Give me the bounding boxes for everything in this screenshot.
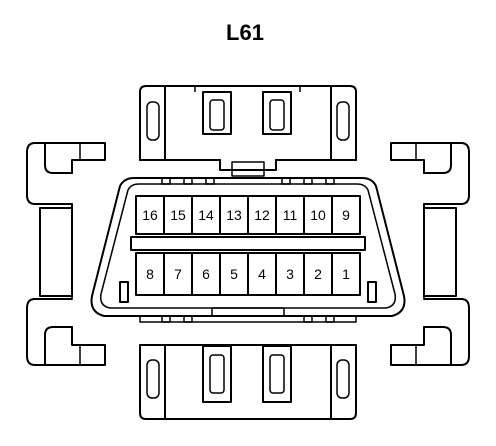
connector-face: [90, 177, 406, 323]
top-housing: [139, 85, 357, 177]
pin-label: 9: [342, 207, 350, 223]
pin-label: 8: [146, 266, 154, 282]
pin-9: 9: [331, 195, 361, 235]
pin-1: 1: [331, 252, 361, 296]
pin-label: 6: [202, 266, 210, 282]
connector-title: L61: [226, 20, 264, 45]
pin-cell: [331, 195, 361, 235]
pin-label: 7: [174, 266, 182, 282]
pin-label: 16: [142, 207, 158, 223]
pin-row-top: 16 15 14 13 12 11 10 9: [135, 195, 361, 235]
pin-label: 12: [254, 207, 270, 223]
left-key-slot: [119, 281, 129, 303]
pin-label: 15: [170, 207, 186, 223]
center-separator: [130, 236, 366, 251]
top-notches: [161, 177, 335, 185]
pin-row-bottom: 8 7 6 5 4 3 2 1: [135, 252, 361, 296]
pin-label: 4: [258, 266, 266, 282]
bottom-notches: [139, 307, 357, 323]
pin-label: 10: [310, 207, 326, 223]
right-latch: [390, 142, 470, 366]
bottom-housing: [139, 344, 357, 420]
pin-label: 5: [230, 266, 238, 282]
pin-label: 11: [283, 207, 298, 223]
pin-label: 13: [226, 207, 242, 223]
right-key-slot: [367, 281, 377, 303]
pin-label: 14: [198, 207, 214, 223]
pin-cell: [331, 252, 361, 296]
left-latch: [26, 142, 106, 366]
pin-label: 1: [342, 266, 350, 282]
pin-label: 2: [314, 266, 322, 282]
pin-label: 3: [286, 266, 294, 282]
